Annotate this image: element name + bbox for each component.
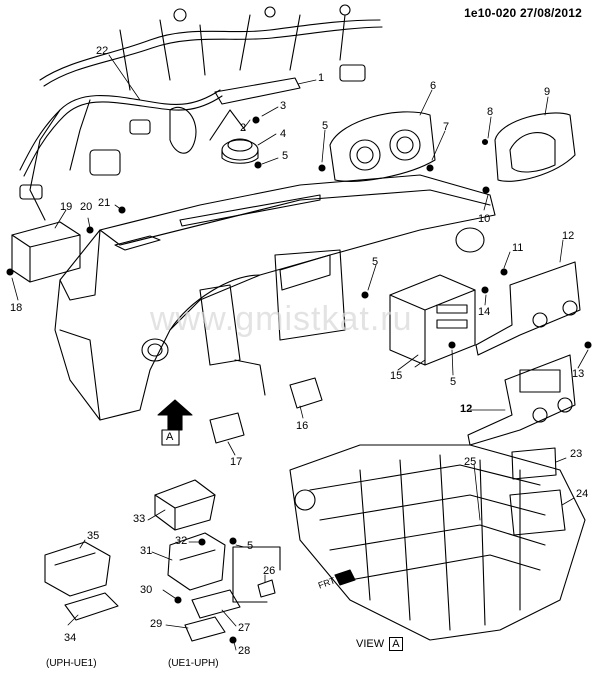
view-marker: A [389, 637, 403, 651]
module-24 [509, 489, 566, 536]
callout-17: 17 [230, 456, 243, 468]
climate-control-upper [475, 261, 581, 356]
view-a-arrow-icon [157, 399, 193, 431]
callout-12b: 12 [460, 403, 473, 415]
callout-8: 8 [487, 106, 494, 118]
climate-control-lower [467, 354, 576, 446]
callout-34: 34 [64, 632, 77, 644]
cluster-bezel [494, 112, 576, 182]
callout-19: 19 [60, 201, 73, 213]
callout-31: 31 [140, 545, 153, 557]
speaker [221, 138, 259, 164]
callout-3: 3 [280, 100, 287, 112]
center-vent-icon [279, 254, 331, 291]
watermark: www.gmistkat.ru [150, 300, 413, 338]
part-26 [257, 579, 276, 598]
radio [389, 274, 476, 366]
caption-right: (UE1-UPH) [168, 658, 219, 669]
view-a-caption: VIEW A [356, 637, 403, 651]
trim-plate [214, 77, 301, 105]
callout-23: 23 [570, 448, 583, 460]
view-a-marker-letter: A [166, 431, 174, 443]
assembly-31 [167, 532, 226, 591]
callout-4: 4 [280, 128, 287, 140]
callout-11: 11 [512, 242, 524, 254]
callout-18: 18 [10, 302, 23, 314]
callout-5a: 5 [282, 150, 289, 162]
part-29 [184, 616, 226, 642]
callout-13: 13 [572, 368, 585, 380]
harness-connector-icon [89, 149, 121, 176]
assembly-35 [44, 541, 111, 597]
callout-5d: 5 [450, 376, 457, 388]
fasteners [6, 116, 592, 644]
part-27 [191, 589, 241, 619]
diagram-code: 1e10-020 [464, 6, 517, 20]
callout-9: 9 [544, 86, 551, 98]
callout-14: 14 [478, 306, 491, 318]
callout-10: 10 [478, 213, 491, 225]
callout-29: 29 [150, 618, 163, 630]
callout-6: 6 [430, 80, 437, 92]
callout-7: 7 [443, 121, 450, 133]
callout-5b: 5 [322, 120, 329, 132]
callout-20: 20 [80, 201, 93, 213]
callout-15: 15 [390, 370, 403, 382]
callout-24: 24 [576, 488, 589, 500]
caption-left: (UPH-UE1) [46, 658, 97, 669]
callout-28: 28 [238, 645, 251, 657]
callout-2: 2 [240, 122, 247, 134]
module-23 [511, 447, 557, 480]
callout-26: 26 [263, 565, 276, 577]
diagram-date: 27/08/2012 [519, 6, 582, 20]
callout-21: 21 [98, 197, 111, 209]
callout-27: 27 [238, 622, 251, 634]
passenger-vent-icon [455, 227, 485, 253]
vent-icon [141, 338, 169, 362]
callout-35: 35 [87, 530, 100, 542]
callout-12a: 12 [562, 230, 575, 242]
callout-33: 33 [133, 513, 146, 525]
callout-16: 16 [296, 420, 309, 432]
view-a-marker-box [161, 429, 180, 446]
frt-arrow-icon [334, 569, 356, 586]
switch-17 [209, 412, 245, 444]
part-34 [64, 592, 119, 621]
callout-5c: 5 [372, 256, 379, 268]
callout-25: 25 [464, 456, 477, 468]
callout-1: 1 [318, 72, 325, 84]
callout-22: 22 [96, 45, 109, 57]
view-label: VIEW [356, 638, 385, 650]
callout-5e: 5 [247, 540, 254, 552]
assembly-33 [154, 479, 216, 531]
instrument-panel [54, 174, 496, 421]
callout-32: 32 [175, 535, 188, 547]
leader-lines [11, 54, 589, 651]
switch-16 [289, 377, 323, 409]
wiring-harness [19, 4, 383, 221]
diagram-header: 1e10-020 27/08/2012 [464, 6, 582, 20]
instrument-cluster [329, 111, 436, 182]
callout-30: 30 [140, 584, 153, 596]
